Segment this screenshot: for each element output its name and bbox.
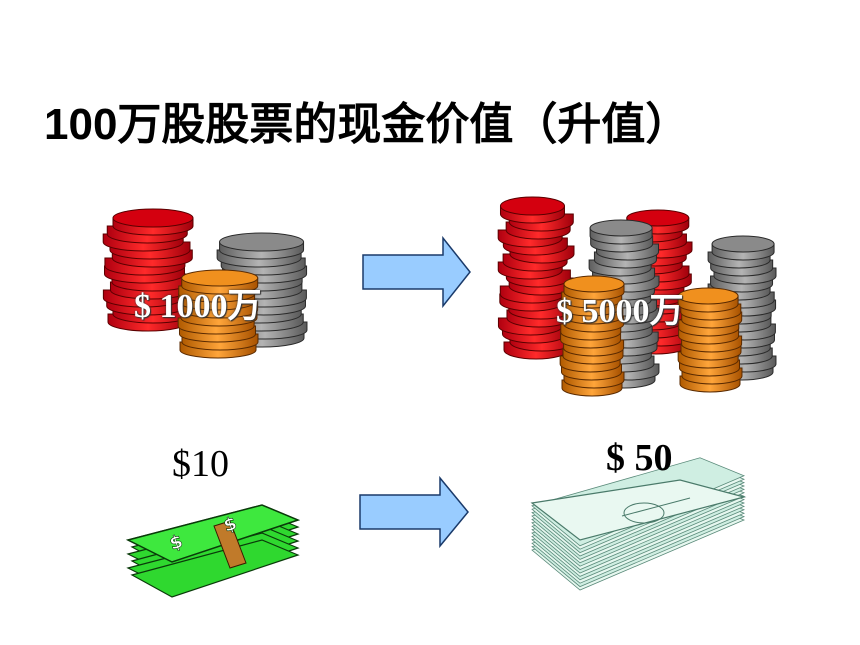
after-total-value: $ 5000万: [556, 293, 684, 330]
right-arrow-icon: [359, 475, 469, 549]
slide-title: 100万股股票的现金价值（升值）: [44, 100, 690, 149]
right-arrow-icon: [362, 235, 471, 309]
banknote-stack-icon: [530, 457, 747, 591]
coin-stacks-icon: [102, 208, 308, 359]
before-share-price: $10: [172, 443, 229, 485]
before-total-value: $ 1000万: [134, 288, 262, 325]
coin-stacks-large-icon: [497, 196, 777, 397]
after-share-price: $ 50: [606, 437, 673, 479]
green-banknote-bundle-icon: $$: [125, 504, 301, 598]
